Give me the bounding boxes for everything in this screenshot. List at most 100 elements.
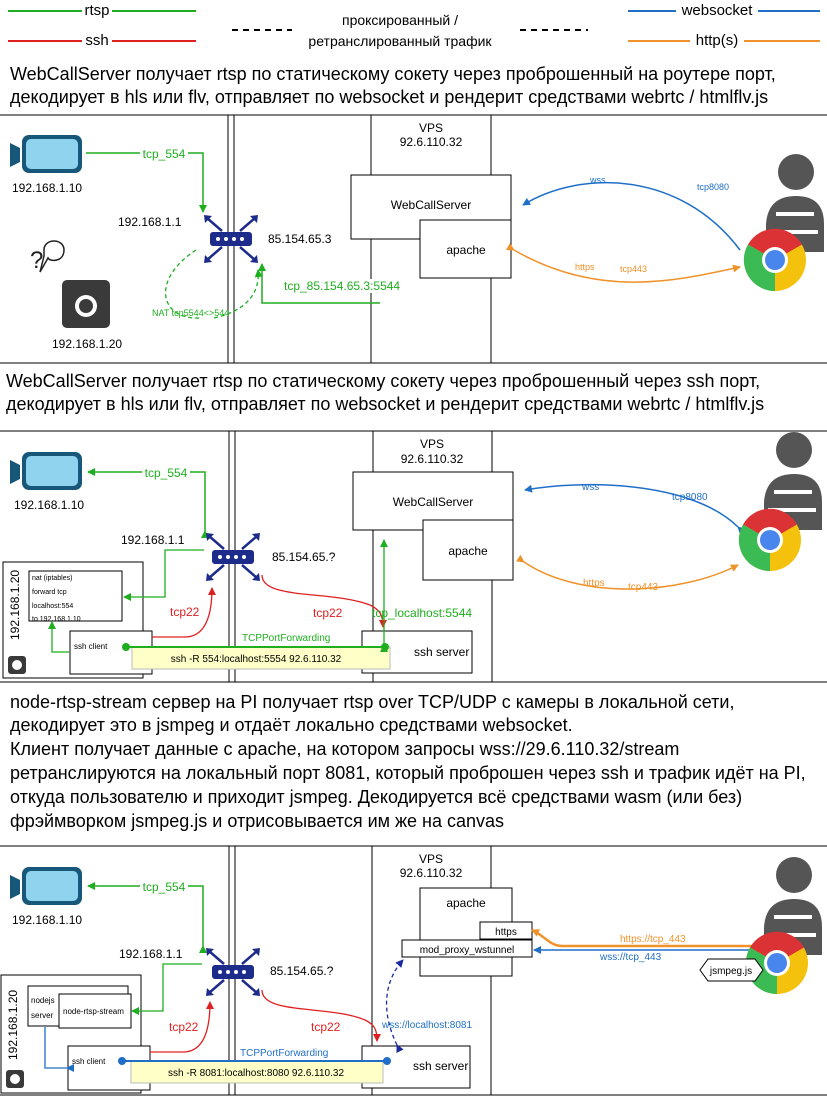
- section2-nat-line2: forward tcp: [32, 589, 67, 596]
- section1-nat-label: NAT tcp5544<>544: [152, 308, 229, 318]
- section2-pi-label: 192.168.1.20: [8, 570, 22, 640]
- section3-description-line6: фрэймворком jsmpeg.js и отрисовывается и…: [10, 811, 504, 831]
- section3-router-wan: 85.154.65.?: [270, 964, 334, 978]
- section1-pi-ip: 192.168.1.20: [52, 337, 122, 351]
- section2-command: ssh -R 554:localhost:5554 92.6.110.32: [171, 654, 342, 665]
- section3-https-label: https://tcp_443: [620, 934, 686, 945]
- section2-wss-label: wss: [581, 482, 599, 493]
- section1-vps-ip: 92.6.110.32: [400, 135, 463, 149]
- question-icon: ?: [30, 247, 43, 274]
- section3-nodejs-line2: server: [31, 1011, 54, 1020]
- section3-description-line3: Клиент получает данные с apache, на кото…: [10, 739, 679, 759]
- section1-apache-box: [419, 219, 512, 279]
- section2-local-label: tcp_localhost:5544: [372, 606, 472, 620]
- section3-router-to-node: [131, 963, 202, 1015]
- camera-icon: [10, 867, 82, 905]
- section3-forwarding-label: TCPPortForwarding: [240, 1048, 328, 1059]
- section1-nat-curve: [165, 249, 201, 319]
- section3-pi-label: 192.168.1.20: [6, 990, 20, 1060]
- chat-bubble-icon: [39, 240, 65, 273]
- section2-https-port: tcp443: [628, 582, 658, 593]
- section2-https-label: https: [583, 578, 605, 589]
- section3-proxy-box: [401, 939, 533, 958]
- section2-rtsp-arrow: [87, 468, 209, 538]
- section3-proxy-label: mod_proxy_wstunnel: [420, 945, 515, 956]
- section3-tcp22-a: tcp22: [169, 1020, 199, 1034]
- section2-nat-box: [28, 570, 123, 622]
- section1-wss-port: tcp8080: [697, 182, 729, 192]
- section3-tcp22-b: tcp22: [311, 1020, 341, 1034]
- section2-router-to-nat: [123, 549, 204, 601]
- section3-rtsp-arrow: [87, 882, 207, 953]
- legend-http-label: http(s): [696, 32, 739, 49]
- section2-forwarding-label: TCPPortForwarding: [242, 633, 330, 644]
- section1-description-line2: декодирует в hls или flv, отправляет по …: [10, 87, 768, 107]
- section3-vps-title: VPS: [419, 852, 443, 866]
- section3-description-line1: node-rtsp-stream сервер на PI получает r…: [10, 692, 734, 712]
- section3-vps-ip: 92.6.110.32: [400, 866, 463, 880]
- section3-node-rtsp-label: node-rtsp-stream: [63, 1007, 124, 1016]
- section2-apache-box: [422, 519, 514, 581]
- section3-wss-local-label: wss://localhost:8081: [381, 1020, 472, 1031]
- section3-camera-ip: 192.168.1.10: [12, 913, 82, 927]
- section3-description-line2: декодирует это в jsmpeg и отдаёт локальн…: [10, 715, 573, 735]
- section3-command: ssh -R 8081:localhost:8080 92.6.110.32: [168, 1068, 344, 1079]
- section1-wss-arrow: [522, 181, 741, 251]
- section2-ssh-arrow-a: [152, 587, 216, 638]
- section3-description-line5: откуда пользователю и приходит jsmpeg. Д…: [10, 787, 742, 807]
- section2-wss-arrow: [524, 483, 746, 535]
- section2-ssh-client-label: ssh client: [74, 642, 108, 651]
- section1-https-arrow: [505, 243, 741, 283]
- legend-websocket-label: websocket: [681, 2, 754, 19]
- section2-router-wan: 85.154.65.?: [272, 550, 336, 564]
- chrome-icon: [738, 508, 801, 572]
- section-2: WebCallServer получает rtsp по статическ…: [0, 371, 827, 683]
- section1-rtsp-label: tcp_554: [143, 147, 186, 161]
- section1-wss-label: wss: [589, 175, 606, 185]
- legend-proxied-label-2: ретранслированный трафик: [308, 33, 492, 49]
- section2-tcp22-b: tcp22: [313, 606, 343, 620]
- section2-ssh-server-label: ssh server: [414, 645, 469, 659]
- section1-router-ip: 192.168.1.1: [118, 215, 182, 229]
- section2-wcs-label: WebCallServer: [393, 495, 473, 509]
- section2-nat-line3: localhost:554: [32, 603, 73, 610]
- chrome-icon: [743, 228, 806, 292]
- router-icon: [204, 946, 262, 998]
- section3-client-to-node: [44, 1027, 74, 1072]
- section2-apache-label: apache: [448, 544, 488, 558]
- router-icon: [202, 213, 260, 265]
- jsmpeg-badge: [699, 958, 764, 982]
- section3-ssh-arrow-a: [150, 1001, 214, 1053]
- section3-https-arrow: [531, 928, 752, 948]
- section1-https-label: https: [575, 262, 595, 272]
- section3-wss-local-arrow: [385, 959, 404, 1054]
- raspberry-pi-icon: [62, 280, 110, 328]
- section1-router-wan: 85.154.65.3: [268, 232, 332, 246]
- section3-ssh-server-label: ssh server: [413, 1059, 468, 1073]
- section2-description-line2: декодирует в hls или flv, отправляет по …: [6, 394, 764, 414]
- section-1: WebCallServer получает rtsp по статическ…: [0, 64, 827, 364]
- section1-apache-label: apache: [446, 243, 486, 257]
- section2-description-line1: WebCallServer получает rtsp по статическ…: [6, 371, 760, 391]
- camera-icon: [10, 135, 82, 173]
- section2-rtsp-label: tcp_554: [145, 466, 188, 480]
- legend-rtsp-label: rtsp: [84, 2, 109, 19]
- section3-description-line4: ретранслируются на локальный порт 8081, …: [10, 763, 806, 783]
- section2-vps-ip: 92.6.110.32: [401, 452, 464, 466]
- section3-ssh-client-label: ssh client: [72, 1057, 106, 1066]
- section-3: node-rtsp-stream сервер на PI получает r…: [0, 692, 827, 1096]
- raspberry-pi-icon: [6, 1070, 24, 1088]
- section2-wss-port: tcp8080: [672, 492, 708, 503]
- section1-vps-title: VPS: [419, 121, 443, 135]
- section2-router-ip: 192.168.1.1: [121, 533, 185, 547]
- section3-rtsp-label: tcp_554: [143, 880, 186, 894]
- section1-camera-ip: 192.168.1.10: [12, 181, 82, 195]
- legend-ssh-label: ssh: [85, 32, 108, 49]
- section1-https-port: tcp443: [620, 264, 647, 274]
- section1-forward-arrow: [258, 263, 380, 304]
- legend: rtsp ssh проксированный / ретранслирован…: [8, 2, 820, 49]
- section2-vps-title: VPS: [420, 437, 444, 451]
- section1-rtsp-arrow: [86, 152, 207, 213]
- section3-jsmpeg-label: jsmpeg.js: [709, 966, 752, 977]
